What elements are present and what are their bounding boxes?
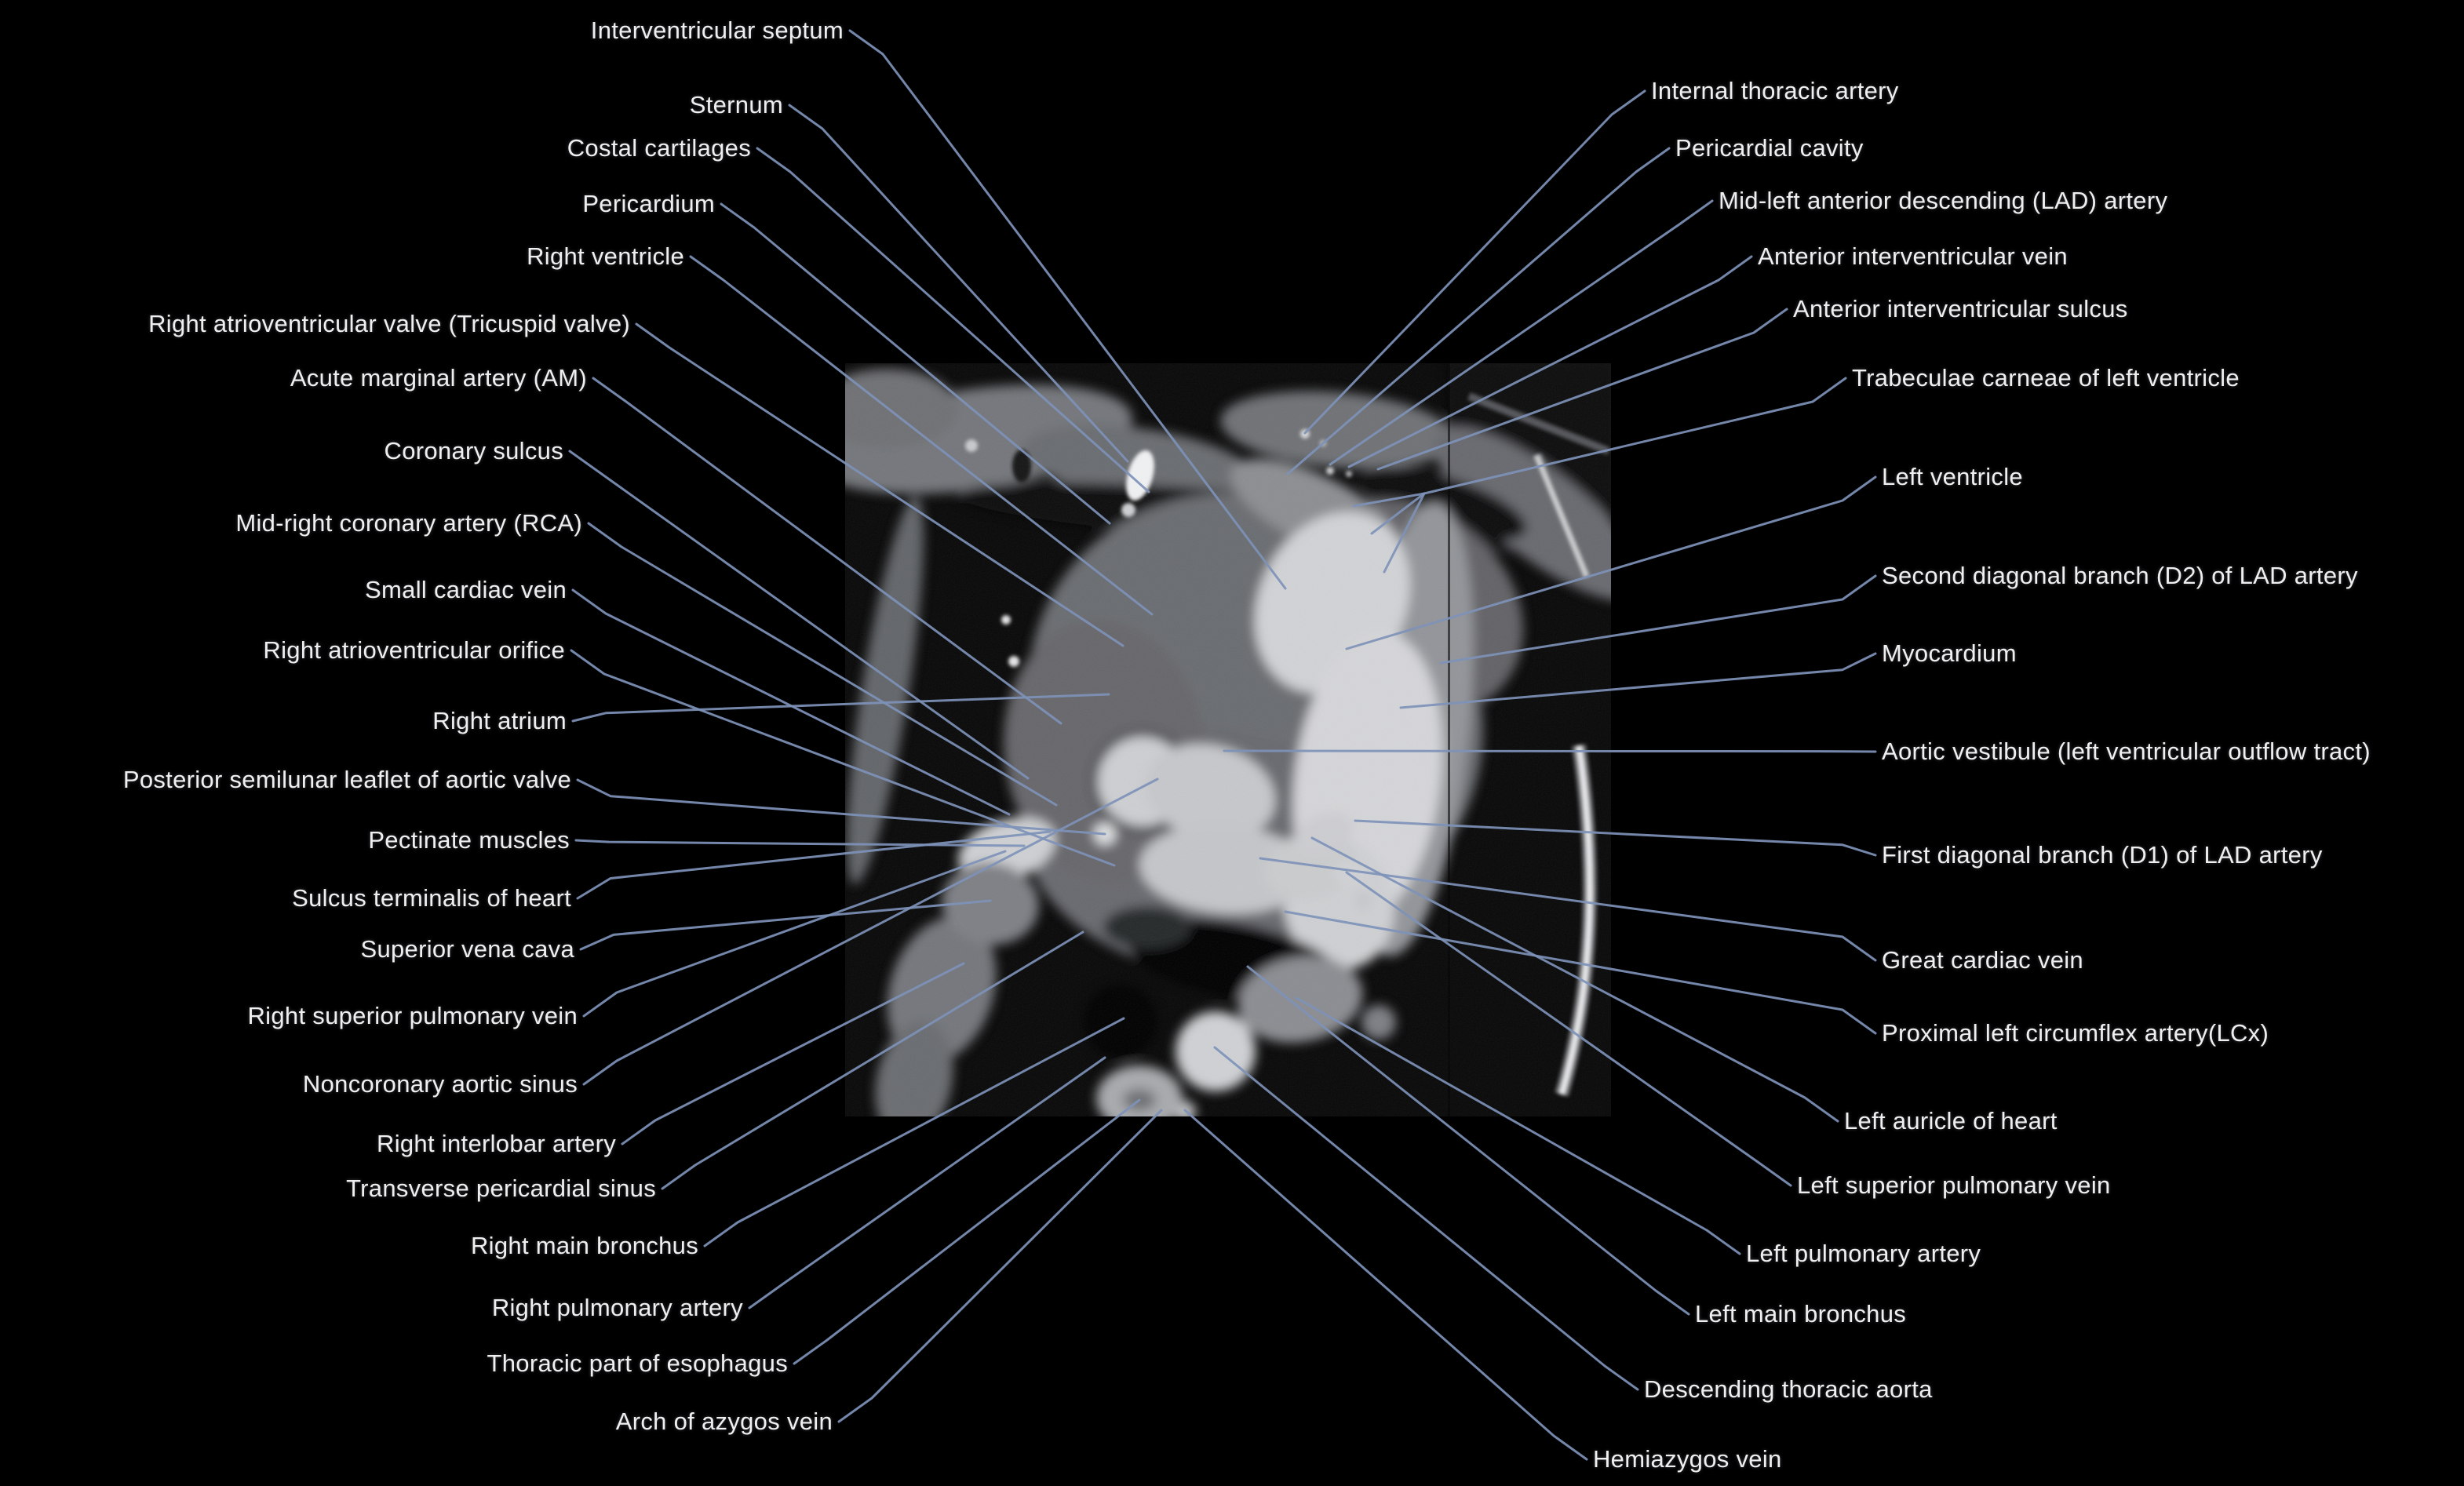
leader-line-right-main-bronchus	[703, 1017, 1125, 1247]
label-interventricular-septum: Interventricular septum	[590, 16, 844, 44]
leader-line-superior-vena-cava	[579, 899, 992, 951]
leader-line-right-atrioventricular-orifice	[570, 649, 1116, 867]
leader-line-right-atrium	[571, 693, 1110, 723]
label-great-cardiac-vein: Great cardiac vein	[1882, 946, 2083, 974]
label-small-cardiac-vein: Small cardiac vein	[365, 576, 567, 603]
label-right-atrium: Right atrium	[432, 707, 567, 734]
label-right-superior-pulmonary-vein: Right superior pulmonary vein	[247, 1002, 578, 1029]
label-right-ventricle: Right ventricle	[527, 242, 684, 270]
label-proximal-left-circumflex-artery: Proximal left circumflex artery(LCx)	[1882, 1019, 2269, 1047]
label-left-ventricle: Left ventricle	[1882, 463, 2023, 490]
leader-line-arch-of-azygos-vein	[837, 1109, 1163, 1423]
leader-line-anterior-interventricular-sulcus	[1376, 308, 1788, 471]
leader-line-mid-right-coronary-artery	[587, 522, 1058, 807]
label-sulcus-terminalis: Sulcus terminalis of heart	[292, 884, 571, 912]
label-anterior-interventricular-vein: Anterior interventricular vein	[1758, 242, 2068, 270]
label-arch-of-azygos-vein: Arch of azygos vein	[615, 1408, 833, 1435]
leader-line-thoracic-part-of-esophagus	[793, 1098, 1141, 1365]
leader-line-pericardial-cavity	[1286, 147, 1671, 475]
label-thoracic-part-of-esophagus: Thoracic part of esophagus	[487, 1349, 788, 1377]
leader-line-proximal-left-circumflex-artery	[1284, 910, 1877, 1035]
label-trabeculae-carneae: Trabeculae carneae of left ventricle	[1852, 364, 2240, 392]
label-anterior-interventricular-sulcus: Anterior interventricular sulcus	[1793, 295, 2128, 322]
leader-line-left-superior-pulmonary-vein	[1345, 871, 1792, 1187]
label-right-atrioventricular-valve: Right atrioventricular valve (Tricuspid …	[148, 310, 630, 337]
label-posterior-semilunar-leaflet: Posterior semilunar leaflet of aortic va…	[122, 766, 571, 793]
label-left-pulmonary-artery: Left pulmonary artery	[1746, 1240, 1981, 1267]
leader-line-internal-thoracic-artery	[1303, 89, 1646, 435]
ct-image	[845, 363, 1611, 1116]
label-transverse-pericardial-sinus: Transverse pericardial sinus	[346, 1175, 656, 1202]
label-descending-thoracic-aorta: Descending thoracic aorta	[1644, 1375, 1933, 1403]
label-mid-left-anterior-descending-artery: Mid-left anterior descending (LAD) arter…	[1719, 187, 2168, 214]
label-myocardium: Myocardium	[1882, 639, 2017, 667]
label-pericardium: Pericardium	[582, 190, 715, 217]
leader-line-anterior-interventricular-vein	[1347, 255, 1753, 468]
label-left-superior-pulmonary-vein: Left superior pulmonary vein	[1797, 1171, 2111, 1199]
leader-line-small-cardiac-vein	[571, 588, 1011, 816]
leader-line-hemiazygos-vein	[1183, 1109, 1588, 1461]
leader-line-left-ventricle	[1345, 475, 1877, 650]
label-coronary-sulcus: Coronary sulcus	[384, 437, 563, 464]
leader-line-right-atrioventricular-valve	[635, 322, 1124, 647]
leader-line-right-pulmonary-artery	[748, 1056, 1106, 1309]
leader-line-costal-cartilages	[756, 147, 1150, 494]
label-superior-vena-cava: Superior vena cava	[360, 935, 574, 963]
leader-line-trabeculae-carneae-2	[1370, 492, 1426, 535]
leader-line-acute-marginal-artery	[592, 377, 1063, 725]
leader-line-posterior-semilunar-leaflet	[576, 778, 1106, 836]
label-first-diagonal-branch: First diagonal branch (D1) of LAD artery	[1882, 841, 2323, 869]
label-right-atrioventricular-orifice: Right atrioventricular orifice	[263, 636, 565, 664]
label-aortic-vestibule: Aortic vestibule (left ventricular outfl…	[1882, 738, 2371, 765]
leader-line-sulcus-terminalis	[576, 830, 1052, 900]
label-left-auricle-of-heart: Left auricle of heart	[1844, 1107, 2058, 1135]
label-sternum: Sternum	[689, 91, 783, 118]
leader-line-interventricular-septum	[848, 29, 1287, 590]
leader-line-left-pulmonary-artery	[1295, 996, 1741, 1255]
leader-line-pericardium	[720, 202, 1111, 525]
label-right-interlobar-artery: Right interlobar artery	[377, 1130, 616, 1157]
leader-line-pectinate-muscles	[574, 839, 1026, 847]
label-costal-cartilages: Costal cartilages	[567, 134, 751, 162]
leader-line-mid-left-anterior-descending-artery	[1329, 199, 1714, 466]
leader-line-coronary-sulcus	[568, 450, 1030, 780]
leader-line-sternum	[788, 104, 1129, 463]
leader-line-descending-thoracic-aorta	[1213, 1046, 1639, 1391]
leader-line-right-interlobar-artery	[621, 962, 965, 1145]
label-second-diagonal-branch: Second diagonal branch (D2) of LAD arter…	[1882, 562, 2358, 589]
leader-line-right-ventricle	[689, 255, 1154, 616]
label-mid-right-coronary-artery: Mid-right coronary artery (RCA)	[235, 509, 582, 537]
leader-line-noncoronary-aortic-sinus	[582, 778, 1159, 1086]
leader-line-great-cardiac-vein	[1259, 857, 1877, 962]
leader-line-second-diagonal-branch	[1439, 574, 1877, 665]
label-acute-marginal-artery: Acute marginal artery (AM)	[290, 364, 587, 392]
leader-line-right-superior-pulmonary-vein	[582, 850, 1007, 1018]
leader-line-trabeculae-carneae	[1352, 377, 1847, 508]
leader-lines	[568, 29, 1877, 1461]
label-pectinate-muscles: Pectinate muscles	[368, 826, 570, 854]
leader-line-aortic-vestibule	[1223, 749, 1877, 753]
label-hemiazygos-vein: Hemiazygos vein	[1593, 1445, 1782, 1473]
label-right-pulmonary-artery: Right pulmonary artery	[491, 1294, 743, 1321]
leader-line-left-main-bronchus	[1246, 965, 1690, 1316]
label-right-main-bronchus: Right main bronchus	[470, 1232, 698, 1259]
label-left-main-bronchus: Left main bronchus	[1695, 1300, 1907, 1328]
leader-line-left-auricle-of-heart	[1310, 836, 1839, 1123]
leader-line-myocardium	[1399, 652, 1877, 709]
leader-line-transverse-pericardial-sinus	[661, 931, 1084, 1190]
leader-line-trabeculae-carneae-3	[1383, 492, 1426, 574]
leader-line-first-diagonal-branch	[1354, 819, 1877, 857]
label-internal-thoracic-artery: Internal thoracic artery	[1651, 77, 1899, 104]
label-noncoronary-aortic-sinus: Noncoronary aortic sinus	[302, 1070, 578, 1098]
label-pericardial-cavity: Pericardial cavity	[1675, 134, 1864, 162]
